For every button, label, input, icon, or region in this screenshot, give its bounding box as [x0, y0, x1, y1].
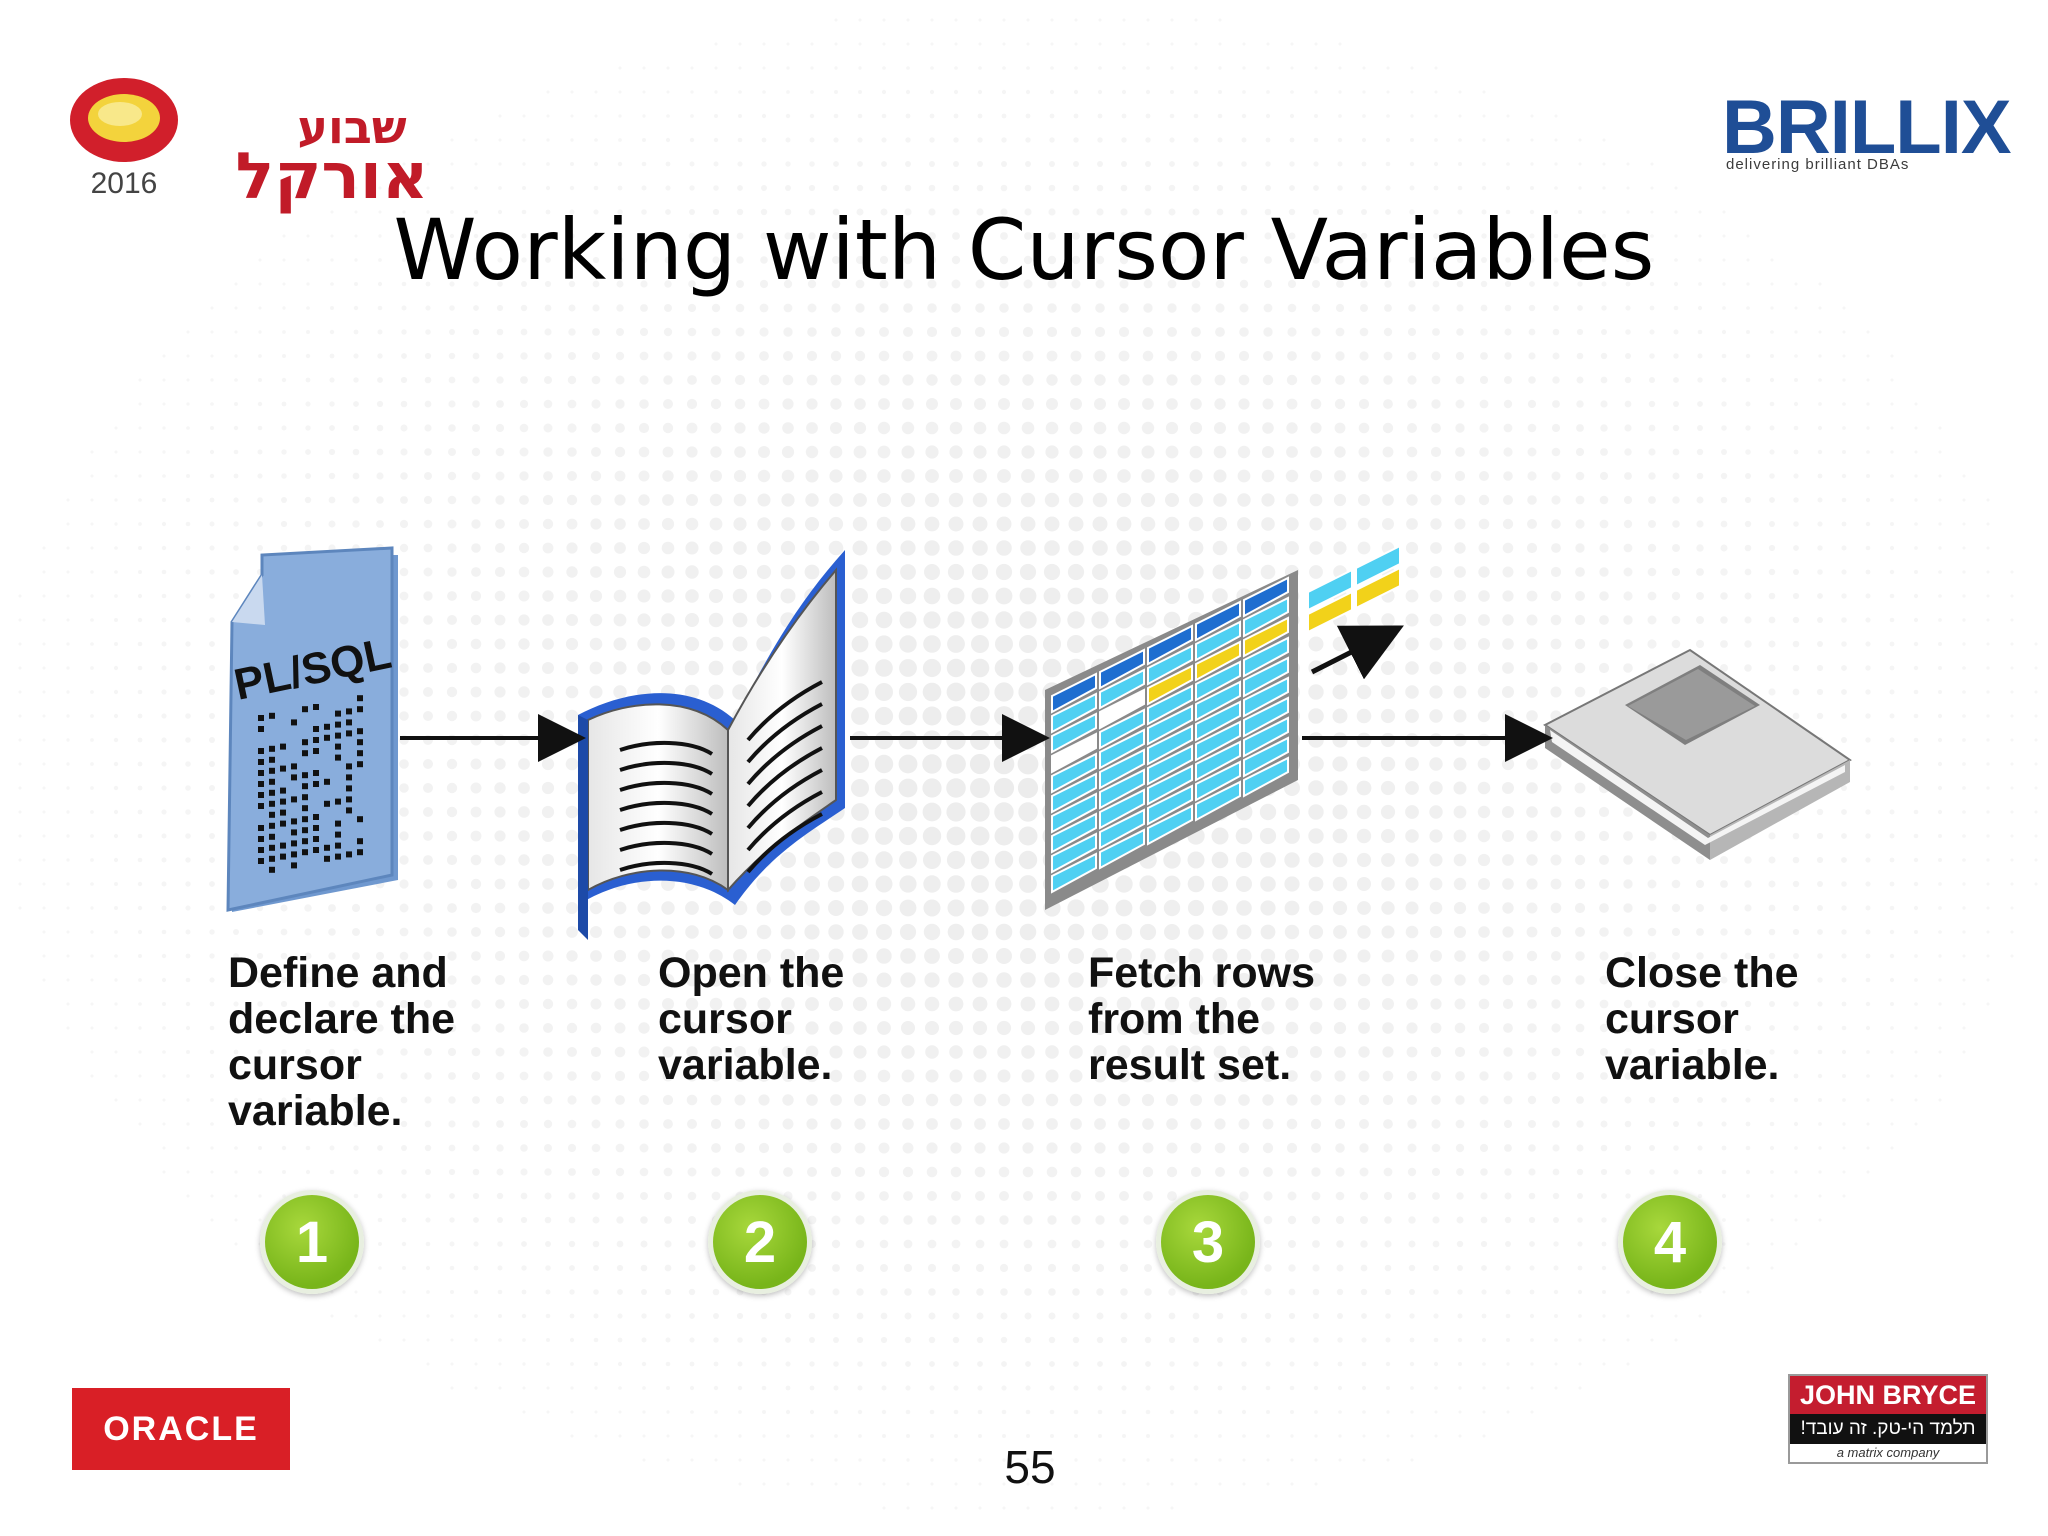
john-bryce-logo: JOHN BRYCE תלמד הי-טק. זה עובד! a matrix…: [1788, 1374, 1988, 1464]
closed-book-icon: [1545, 650, 1850, 860]
john-bryce-subtitle: a matrix company: [1790, 1444, 1986, 1462]
result-set-table-icon: [1045, 546, 1400, 910]
step-badge-2: 2: [708, 1190, 812, 1294]
john-bryce-tagline: תלמד הי-טק. זה עובד!: [1790, 1414, 1986, 1444]
plsql-document-icon: PL/SQL: [228, 548, 398, 912]
step-label-4: Close thecursorvariable.: [1605, 950, 1799, 1088]
step-badge-4: 4: [1618, 1190, 1722, 1294]
step-label-3: Fetch rowsfrom theresult set.: [1088, 950, 1315, 1088]
fetch-arrow: [1312, 630, 1395, 672]
john-bryce-wordmark: JOHN BRYCE: [1790, 1376, 1986, 1414]
fetched-row-cells: [1308, 546, 1400, 632]
step-badge-1: 1: [260, 1190, 364, 1294]
page-number: 55: [980, 1440, 1080, 1494]
step-badge-3: 3: [1156, 1190, 1260, 1294]
step-label-1: Define anddeclare thecursorvariable.: [228, 950, 455, 1134]
oracle-wordmark: ORACLE: [103, 1410, 259, 1449]
open-book-icon: [578, 550, 845, 940]
oracle-logo: ORACLE: [72, 1388, 290, 1470]
step-label-2: Open thecursorvariable.: [658, 950, 844, 1088]
